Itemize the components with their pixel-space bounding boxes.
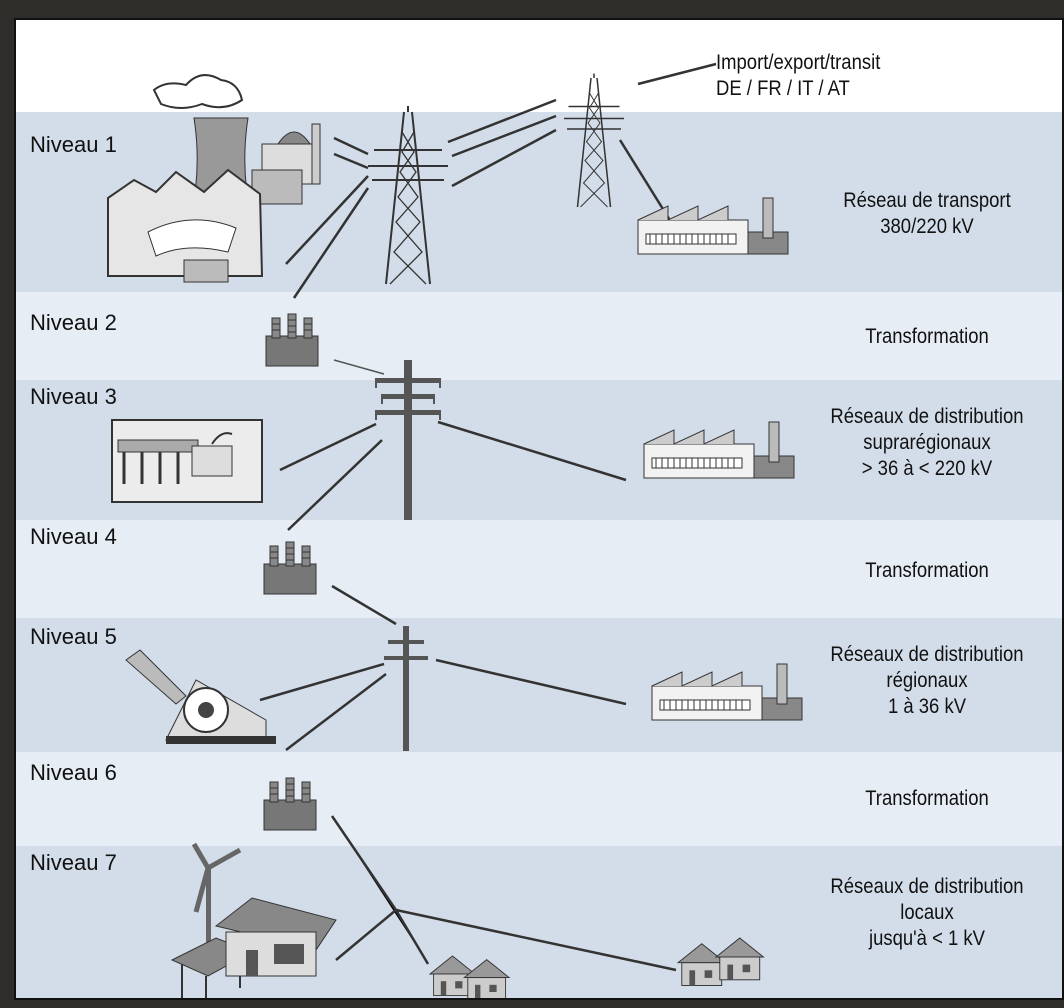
level-6-desc-line1: Transformation — [865, 787, 989, 810]
level-7-desc-line3: jusqu'à < 1 kV — [868, 927, 986, 950]
import-label-line2: DE / FR / IT / AT — [716, 77, 850, 100]
level-7-desc-line2: locaux — [900, 901, 954, 924]
import-export-label: Import/export/transit DE / FR / IT / AT — [716, 50, 880, 102]
level-3-desc-line1: Réseaux de distribution — [830, 405, 1024, 428]
band-level-2 — [16, 292, 1062, 380]
level-4-description: Transformation — [808, 558, 1046, 584]
level-2-description: Transformation — [808, 324, 1046, 350]
hydro-dam-icon — [107, 168, 264, 283]
run-of-river-plant-icon — [111, 419, 263, 503]
level-1-description: Réseau de transport 380/220 kV — [808, 188, 1046, 240]
level-7-description: Réseaux de distribution locaux jusqu'à <… — [808, 874, 1046, 952]
level-4-label: Niveau 4 — [30, 524, 117, 549]
level-5-label: Niveau 5 — [30, 624, 117, 649]
transformer-icon — [265, 313, 319, 367]
diagram-artwork — [107, 62, 803, 998]
wind-turbine-icon — [191, 842, 242, 956]
level-1-label: Niveau 1 — [30, 132, 117, 157]
level-3-desc-line3: > 36 à < 220 kV — [861, 457, 993, 480]
level-7-label: Niveau 7 — [30, 850, 117, 875]
level-2-label: Niveau 2 — [30, 310, 117, 335]
level-6-label: Niveau 6 — [30, 760, 117, 785]
water-wheel-icon — [125, 649, 276, 744]
level-7-desc-line1: Réseaux de distribution — [830, 875, 1024, 898]
import-label-line1: Import/export/transit — [716, 51, 881, 74]
diagram-frame: Niveau 1 Niveau 2 Niveau 3 Niveau 4 Nive… — [14, 18, 1064, 1000]
level-1-desc-line1: Réseau de transport — [843, 189, 1011, 212]
level-1-desc-line2: 380/220 kV — [880, 215, 974, 238]
band-level-6 — [16, 752, 1062, 846]
level-4-desc-line1: Transformation — [865, 559, 989, 582]
level-3-description: Réseaux de distribution suprarégionaux >… — [808, 404, 1046, 482]
level-6-description: Transformation — [808, 786, 1046, 812]
level-5-desc-line2: régionaux — [886, 669, 968, 692]
level-2-desc-line1: Transformation — [865, 325, 989, 348]
house-icon — [214, 897, 337, 977]
level-3-desc-line2: suprarégionaux — [863, 431, 991, 454]
level-3-label: Niveau 3 — [30, 384, 117, 409]
band-level-7 — [16, 846, 1062, 998]
level-5-description: Réseaux de distribution régionaux 1 à 36… — [808, 642, 1046, 720]
level-5-desc-line3: 1 à 36 kV — [887, 695, 967, 718]
band-level-4 — [16, 520, 1062, 618]
level-5-desc-line1: Réseaux de distribution — [830, 643, 1024, 666]
transmission-tower-icon — [367, 105, 449, 285]
